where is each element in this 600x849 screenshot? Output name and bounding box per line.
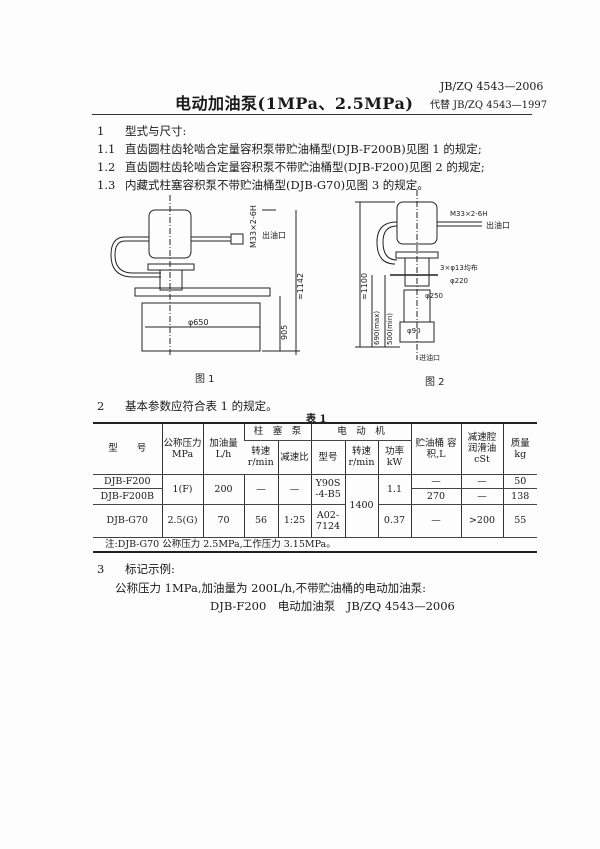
return-hose — [376, 221, 398, 265]
header-pump-speed: 转速 r/min — [244, 440, 278, 475]
cell-mass: 55 — [502, 504, 537, 538]
item-text: 内藏式柱塞容积泵不带贮油桶型(DJB-G70)见图 3 的规定。 — [125, 178, 429, 192]
cell-reduction: — — [277, 474, 311, 505]
header-pressure: 公称压力 MPa — [161, 423, 203, 475]
header-power: 功率 kW — [377, 440, 411, 475]
section-number: 3 — [97, 562, 105, 576]
section-3-heading: 3 标记示例: — [97, 561, 175, 577]
figure-1-drawing: φ650 905 ≈1142 M33×2-6H 出油口 图 1 ≈1100 69… — [110, 190, 510, 388]
cell-pump-speed: 56 — [243, 504, 278, 538]
outlet-label: 出油口 — [262, 230, 286, 240]
section-number: 1 — [97, 124, 105, 138]
cell-motor-speed: 1400 — [344, 474, 378, 538]
cell-mass: 138 — [502, 488, 537, 505]
section-number: 2 — [97, 399, 105, 413]
cell-tank: — — [410, 474, 461, 489]
header-motor: 电 动 机 — [310, 423, 411, 441]
section-2-heading: 2 基本参数应符合表 1 的规定。 — [97, 398, 278, 414]
cell-lube: >200 — [460, 504, 503, 538]
pump-body — [159, 269, 183, 291]
cell-flow: 70 — [202, 504, 244, 538]
figure-1-caption: 图 1 — [195, 373, 215, 385]
cell-pressure: 1(F) — [161, 474, 203, 505]
header-lube: 减速腔 润滑油 cSt — [460, 423, 503, 475]
cell-reduction: 1:25 — [277, 504, 311, 538]
header-motor-model: 型号 — [310, 440, 345, 475]
cell-model: DJB-G70 — [93, 504, 162, 538]
header-rule — [92, 114, 532, 115]
d90-label: φ90 — [407, 327, 421, 335]
d250-label: φ250 — [425, 292, 443, 300]
section-text: 标记示例: — [125, 562, 175, 576]
marking-example-text: 公称压力 1MPa,加油量为 200L/h,不带贮油桶的电动加油泵: — [115, 581, 427, 595]
return-hose — [110, 236, 161, 278]
list-item: 1.3 内藏式柱塞容积泵不带贮油桶型(DJB-G70)见图 3 的规定。 — [97, 177, 429, 193]
max-depth-label: 690(max) — [373, 311, 381, 345]
table-row: DJB-G70 2.5(G) 70 56 1:25 A02- 7124 0.37… — [93, 504, 537, 538]
cell-power: 0.37 — [377, 504, 411, 538]
cell-model: DJB-F200 — [93, 474, 162, 489]
table-caption: 表 1 — [306, 414, 327, 425]
motor-flange — [147, 263, 195, 271]
cell-flow: 200 — [202, 474, 244, 505]
header-mass: 质量 kg — [502, 423, 537, 475]
list-item: 1.1 直齿圆柱齿轮啮合定量容积泵带贮油桶型(DJB-F200B)见图 1 的规定… — [97, 141, 482, 157]
header-reduction: 减速比 — [277, 440, 311, 475]
table-row: DJB-F200 1(F) 200 — — Y90S -4-B5 1400 1.… — [93, 474, 537, 538]
item-text: 直齿圆柱齿轮啮合定量容积泵带贮油桶型(DJB-F200B)见图 1 的规定; — [125, 142, 482, 156]
holes-label: 3×φ13均布 — [440, 263, 478, 272]
item-number: 1.1 — [97, 142, 116, 156]
list-item: 1.2 直齿圆柱齿轮啮合定量容积泵不带贮油桶型(DJB-F200)见图 2 的规定… — [97, 159, 485, 175]
header-motor-speed: 转速 r/min — [344, 440, 378, 475]
page-title: 电动加油泵(1MPa、2.5MPa) — [175, 94, 414, 113]
min-depth-label: 500(min) — [386, 313, 394, 345]
section-text: 基本参数应符合表 1 的规定。 — [125, 399, 278, 413]
cell-tank: 270 — [410, 488, 461, 505]
section-text: 型式与尺寸: — [125, 124, 187, 138]
header-plunger-pump: 柱 塞 泵 — [243, 423, 311, 441]
header-tank: 贮油桶 容积,L — [410, 423, 461, 475]
item-number: 1.3 — [97, 178, 116, 192]
outlet-pipe — [437, 221, 482, 227]
diameter-label: φ650 — [188, 318, 209, 327]
cell-power: 1.1 — [377, 474, 411, 505]
table-row: DJB-F200B 270 — 138 — [93, 488, 537, 505]
figure-2-caption: 图 2 — [425, 376, 445, 388]
marking-example: DJB-F200 电动加油泵 JB/ZQ 4543—2006 — [210, 599, 455, 613]
cell-mass: 50 — [502, 474, 537, 489]
cell-motor-model: Y90S -4-B5 — [310, 474, 345, 505]
tank-lid — [134, 287, 271, 297]
overall-height-label: ≈1142 — [296, 273, 305, 300]
header-flow: 加油量 L/h — [202, 423, 244, 475]
item-text: 直齿圆柱齿轮啮合定量容积泵不带贮油桶型(DJB-F200)见图 2 的规定; — [125, 160, 485, 174]
dimension-lines — [355, 201, 400, 348]
cell-pressure: 2.5(G) — [161, 504, 203, 538]
item-number: 1.2 — [97, 160, 116, 174]
outlet-label: 出油口 — [486, 220, 510, 230]
inlet-label: 进油口 — [419, 353, 440, 362]
section-1-heading: 1 型式与尺寸: — [97, 123, 186, 139]
cell-tank: — — [410, 504, 461, 538]
cell-lube: — — [460, 474, 503, 489]
table-note: 注:DJB-G70 公称压力 2.5MPa,工作压力 3.15MPa。 — [93, 537, 537, 553]
thread-label: M33×2-6H — [450, 210, 488, 218]
cell-model: DJB-F200B — [93, 488, 162, 505]
replaces-standard: 代替 JB/ZQ 4543—1997 — [430, 100, 548, 111]
parameter-table: 型 号 公称压力 MPa 加油量 L/h 柱 塞 泵 电 动 机 贮油桶 容积,… — [93, 422, 537, 553]
standard-number: JB/ZQ 4543—2006 — [440, 80, 544, 93]
overall-height-label: ≈1100 — [360, 273, 369, 300]
cell-motor-model: A02- 7124 — [310, 504, 345, 538]
dimension-lines — [262, 209, 300, 355]
cell-pump-speed: — — [243, 474, 278, 505]
thread-label: M33×2-6H — [249, 205, 258, 248]
cell-lube: — — [460, 488, 503, 505]
header-model: 型 号 — [93, 423, 162, 475]
outlet-fitting — [230, 233, 244, 245]
height-label: 905 — [280, 325, 289, 340]
outlet-pipe — [125, 236, 231, 242]
d220-label: φ220 — [450, 277, 468, 285]
